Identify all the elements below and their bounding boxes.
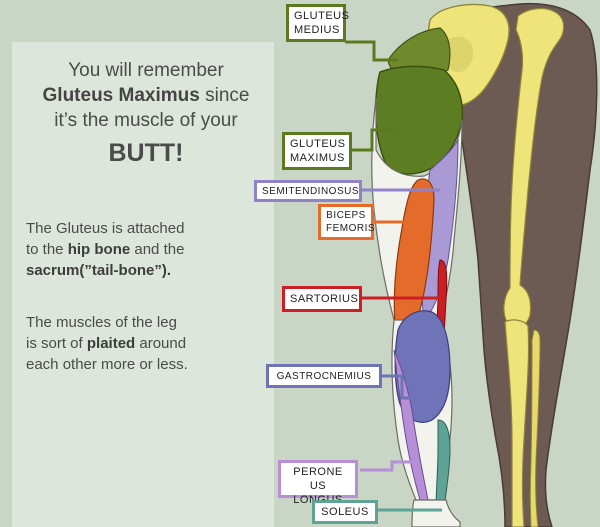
label-peroneus-longus: Perone us Longus: [278, 460, 358, 506]
label-gluteus-medius-line-1: Gluteus: [294, 10, 350, 22]
label-sartorius: Sartorius: [282, 286, 362, 312]
p2-sacrum: sacrum(”tail-bone”).: [26, 262, 172, 279]
intro-highlight: Gluteus Maximus: [42, 85, 200, 106]
tibia-bone: [504, 319, 530, 527]
soleus-muscle: [435, 419, 451, 511]
label-gastrocnemius-text: Gastrocnemius: [276, 371, 372, 382]
pelvis-opening: [444, 36, 474, 73]
intro-butt: BUTT!: [108, 139, 184, 167]
intro-text: You will remember Gluteus Maximus since …: [26, 58, 266, 173]
label-soleus-text: Soleus: [321, 506, 369, 518]
text-panel: [12, 42, 274, 527]
p3-line-2a: is sort of: [26, 335, 87, 352]
p2-line-1: The Gluteus is attached: [26, 220, 185, 237]
leader-gluteus-maximus: [352, 128, 396, 152]
intro-line-3: it’s the muscle of your: [54, 110, 238, 131]
label-biceps-femoris-line-2: Femoris: [326, 223, 376, 234]
fibula-bone: [529, 329, 541, 527]
intro-line-1: You will remember: [68, 60, 224, 81]
label-semitendinosus: Semitendinosus: [254, 180, 362, 202]
p3-plaited: plaited: [86, 335, 136, 352]
label-soleus: Soleus: [312, 500, 378, 524]
p3-line-1: The muscles of the leg: [26, 314, 177, 331]
leader-gastrocnemius: [380, 374, 428, 400]
leader-peroneus-longus: [360, 460, 418, 472]
label-gastrocnemius: Gastrocnemius: [266, 364, 382, 388]
label-semitendinosus-text: Semitendinosus: [262, 186, 360, 197]
leader-gluteus-medius: [345, 40, 398, 62]
label-peroneus-longus-line-1: Perone us: [293, 466, 343, 492]
foot-outline: [411, 499, 461, 527]
femur-bone: [503, 7, 565, 329]
label-biceps-femoris: Biceps Femoris: [318, 204, 376, 240]
leader-lines: [345, 40, 442, 512]
p3-line-2b: around: [135, 335, 187, 352]
label-gluteus-maximus-line-2: Maximus: [290, 152, 345, 164]
p3-line-3: each other more or less.: [26, 356, 188, 373]
intro-line-2-rest: since: [199, 85, 250, 106]
p2-line-2a: to the: [26, 241, 68, 258]
p2-line-2b: and the: [130, 241, 185, 258]
leg-back-silhouette: [451, 2, 598, 527]
label-biceps-femoris-line-1: Biceps: [326, 210, 366, 221]
label-gluteus-maximus-line-1: Gluteus: [290, 138, 346, 150]
label-sartorius-text: Sartorius: [290, 293, 359, 305]
label-gluteus-medius-line-2: Medius: [294, 24, 340, 36]
attachment-text: The Gluteus is attached to the hip bone …: [26, 218, 266, 281]
plaited-text: The muscles of the leg is sort of plaite…: [26, 312, 266, 375]
label-gluteus-maximus: Gluteus Maximus: [282, 132, 352, 170]
label-gluteus-medius: Gluteus Medius: [286, 4, 350, 42]
p2-hip-bone: hip bone: [67, 241, 131, 258]
